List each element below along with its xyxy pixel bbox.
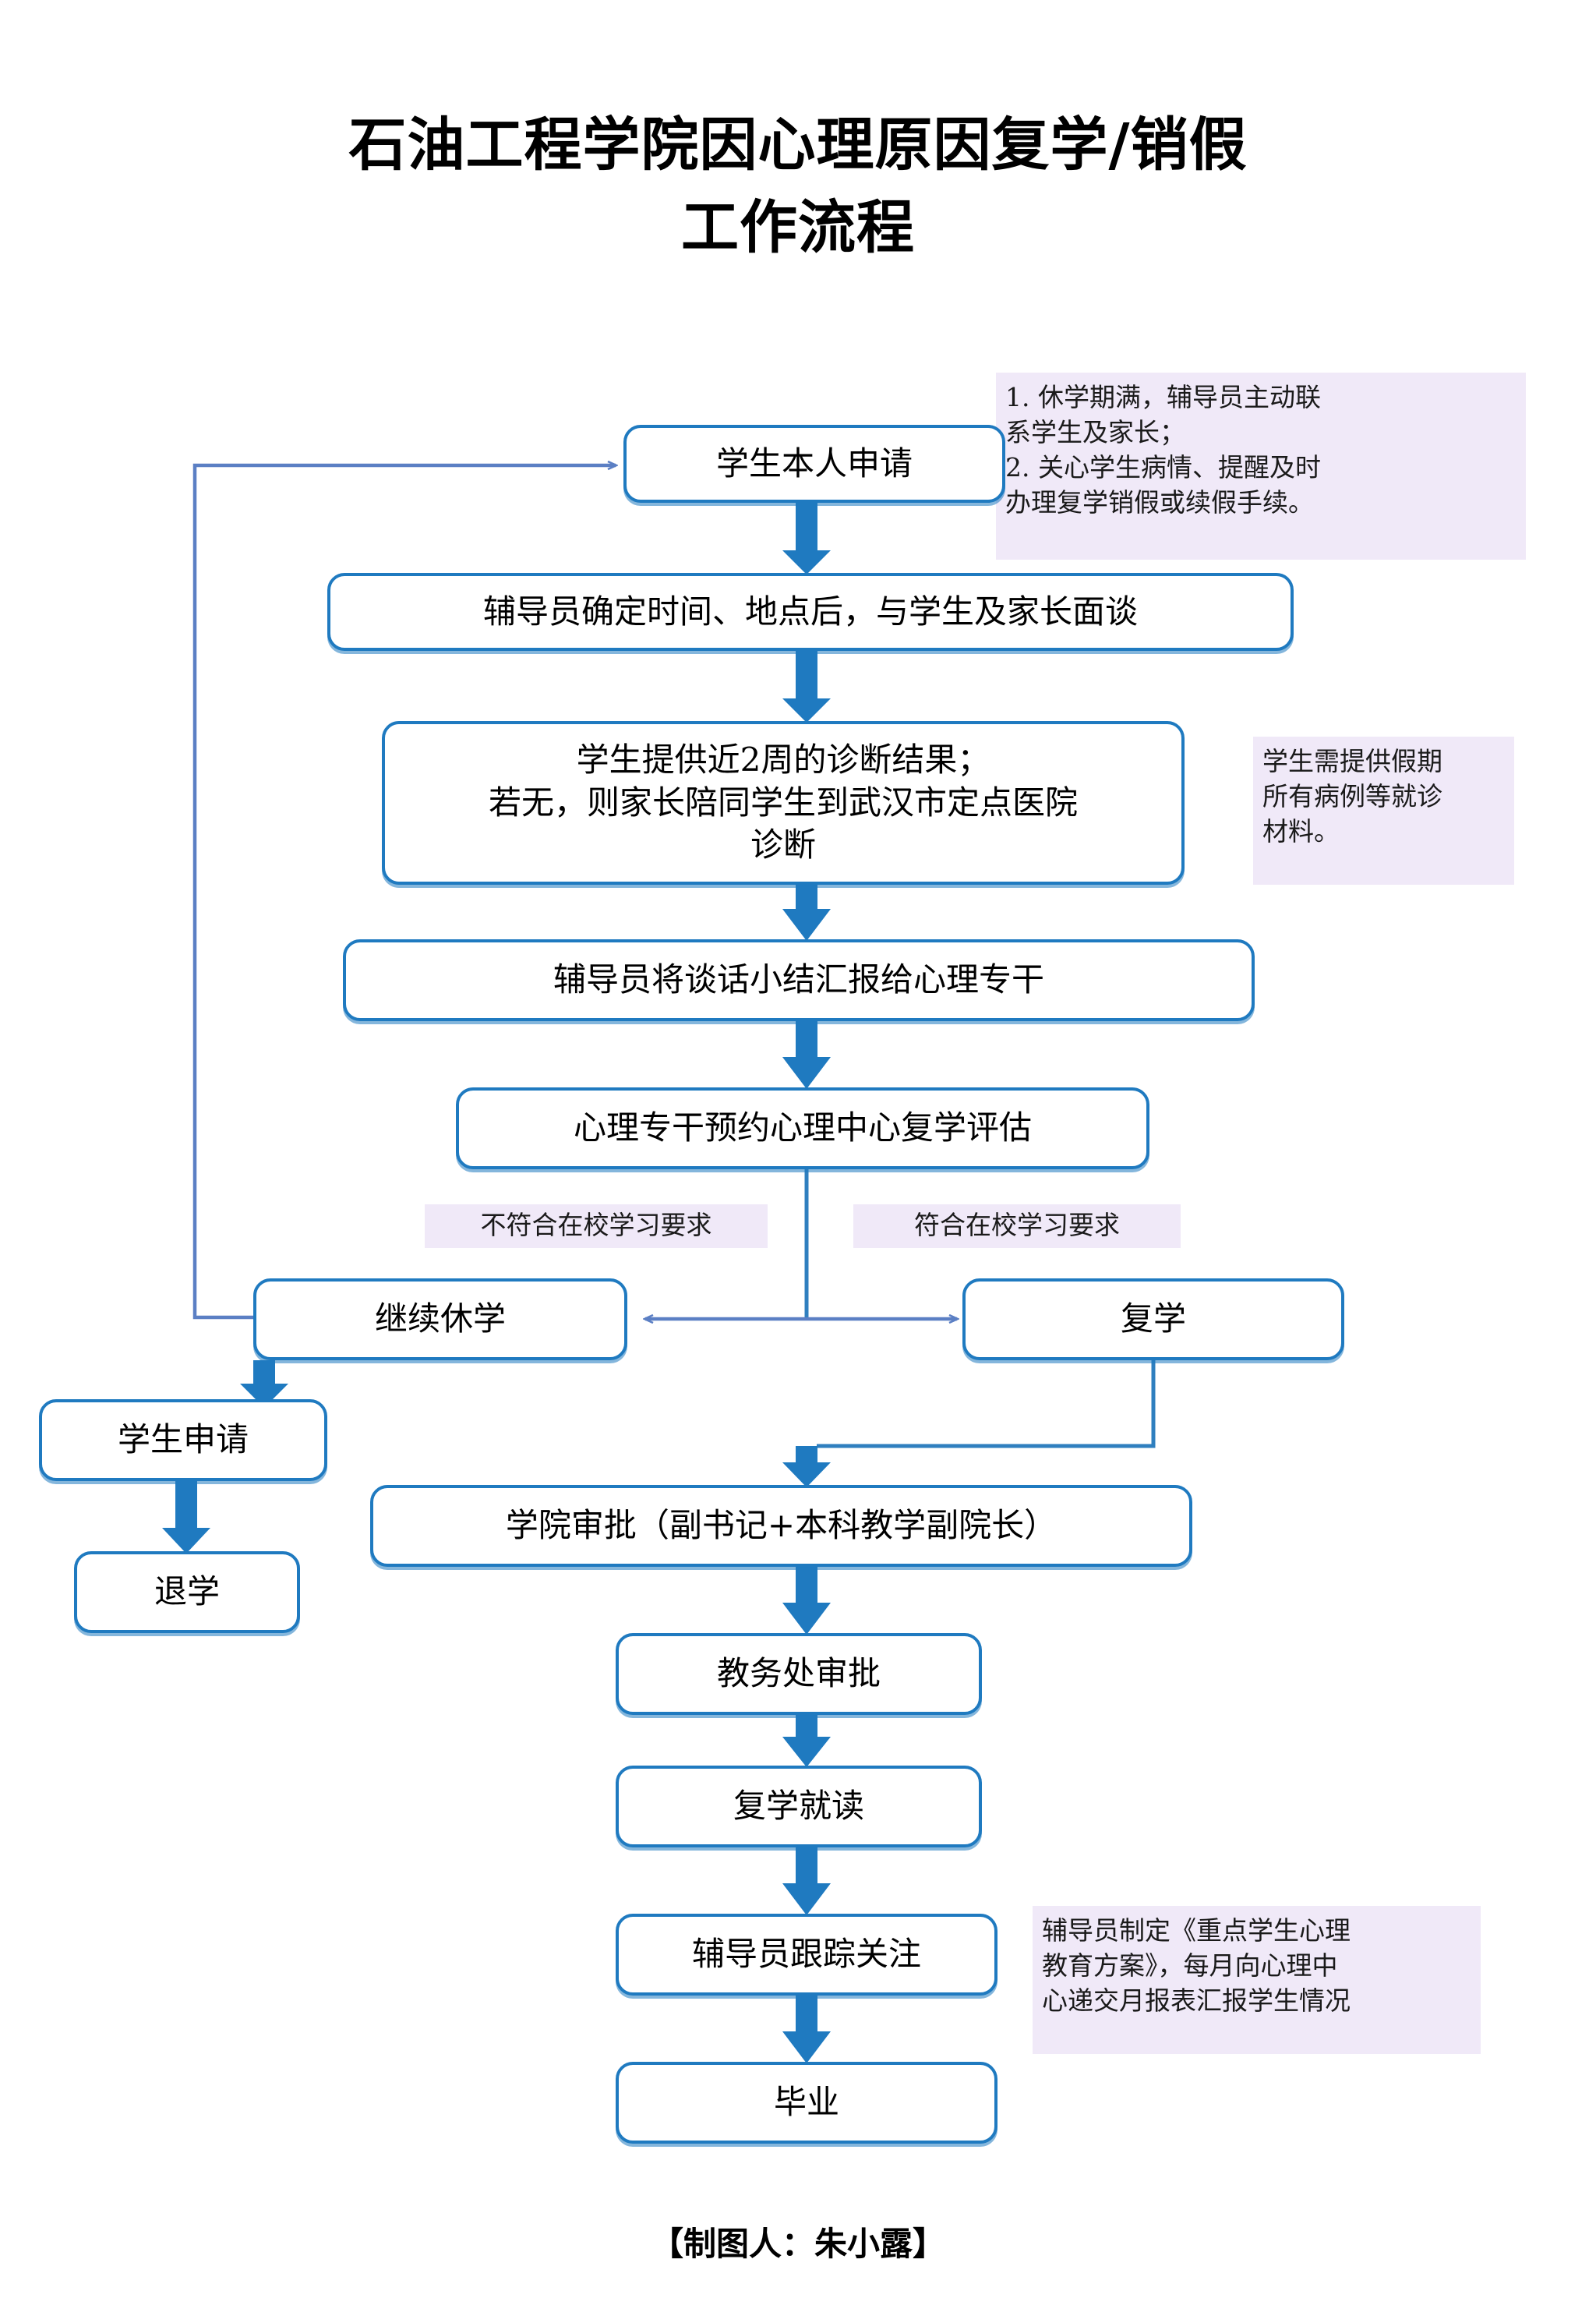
arrow-college-to-academic [782, 1567, 831, 1635]
node-label: 辅导员将谈话小结汇报给心理专干 [553, 960, 1044, 999]
note-mid-right: 学生需提供假期 所有病例等就诊 材料。 [1253, 737, 1514, 885]
footer-author: 【制图人：朱小露】 [650, 2225, 945, 2263]
arrow-diagnosis-to-report [782, 885, 831, 941]
node-label: 学生申请 [117, 1420, 249, 1459]
node-college-approval[interactable]: 学院审批（副书记+本科教学副院长） [370, 1485, 1192, 1567]
node-label: 复学就读 [733, 1787, 864, 1826]
branch-label-qualified: 符合在校学习要求 [853, 1204, 1181, 1248]
node-withdraw[interactable]: 退学 [74, 1551, 300, 1633]
node-center-assessment[interactable]: 心理专干预约心理中心复学评估 [456, 1087, 1149, 1169]
node-diagnosis[interactable]: 学生提供近2周的诊断结果； 若无，则家长陪同学生到武汉市定点医院 诊断 [382, 721, 1185, 885]
node-label: 复学 [1120, 1299, 1186, 1338]
arrow-apply-to-interview [782, 503, 831, 574]
page-title-line2: 工作流程 [681, 194, 915, 261]
arrow-interview-to-diagnosis [782, 651, 831, 723]
node-label: 教务处审批 [716, 1654, 881, 1693]
node-label: 心理专干预约心理中心复学评估 [573, 1108, 1032, 1147]
node-student-apply[interactable]: 学生本人申请 [623, 425, 1005, 503]
node-resume-enrollment[interactable]: 复学就读 [616, 1766, 982, 1847]
arrow-request-to-withdraw [162, 1481, 210, 1554]
node-counselor-interview[interactable]: 辅导员确定时间、地点后，与学生及家长面谈 [327, 573, 1294, 651]
note-top-right: 1. 休学期满，辅导员主动联 系学生及家长； 2. 关心学生病情、提醒及时 办理… [996, 373, 1526, 560]
node-graduate[interactable]: 毕业 [616, 2062, 998, 2144]
node-report-summary[interactable]: 辅导员将谈话小结汇报给心理专干 [343, 939, 1255, 1021]
node-label: 辅导员跟踪关注 [691, 1935, 921, 1974]
node-resume-study[interactable]: 复学 [962, 1278, 1344, 1360]
node-label: 辅导员确定时间、地点后，与学生及家长面谈 [482, 592, 1138, 631]
node-label: 毕业 [773, 2083, 839, 2122]
node-label: 退学 [154, 1572, 220, 1611]
note-bottom-right: 辅导员制定《重点学生心理 教育方案》，每月向心理中 心递交月报表汇报学生情况 [1033, 1906, 1481, 2054]
node-continue-leave[interactable]: 继续休学 [253, 1278, 627, 1360]
arrow-academic-to-enrollment [782, 1715, 831, 1767]
node-student-request[interactable]: 学生申请 [39, 1399, 327, 1481]
node-label: 学生本人申请 [715, 444, 913, 483]
page-title-line1: 石油工程学院因心理原因复学/销假 [348, 111, 1248, 179]
node-academic-affairs-approval[interactable]: 教务处审批 [616, 1633, 982, 1715]
branch-label-not-qualified: 不符合在校学习要求 [425, 1204, 768, 1248]
node-counselor-followup[interactable]: 辅导员跟踪关注 [616, 1914, 998, 1996]
node-label: 继续休学 [374, 1299, 506, 1338]
arrow-followup-to-graduate [782, 1996, 831, 2063]
path-resume-to-college-approval [782, 1360, 1156, 1487]
node-label: 学生提供近2周的诊断结果； 若无，则家长陪同学生到武汉市定点医院 诊断 [488, 741, 1078, 864]
node-label: 学院审批（副书记+本科教学副院长） [505, 1506, 1058, 1545]
arrow-enrollment-to-followup [782, 1847, 831, 1915]
arrow-report-to-assessment [782, 1021, 831, 1089]
